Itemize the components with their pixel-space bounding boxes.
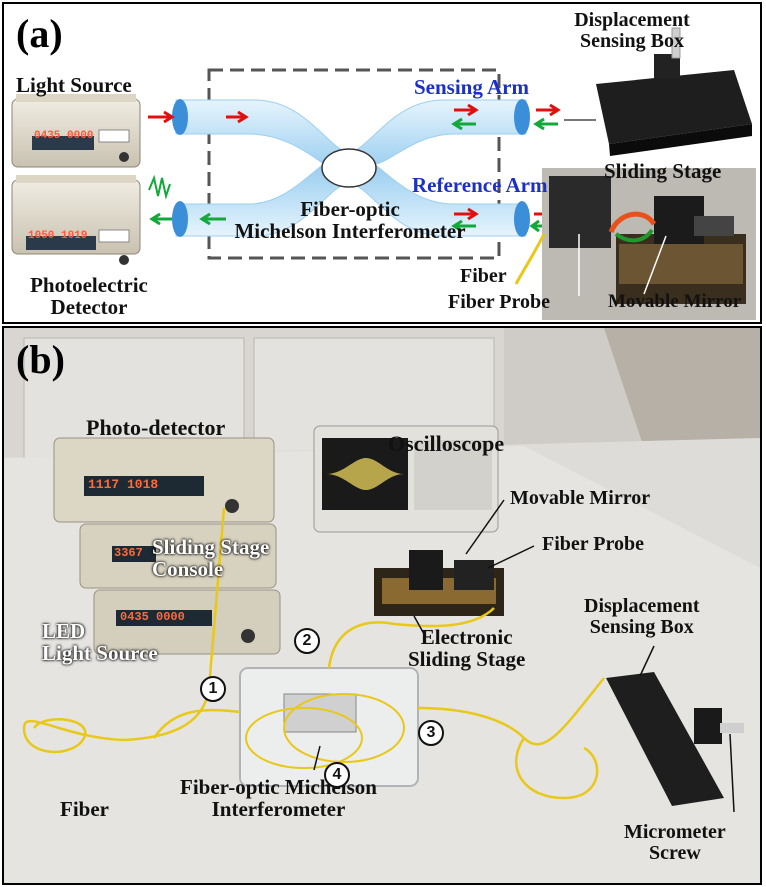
detector-readout: 1050 1019 xyxy=(28,230,88,242)
photoelectric-detector-label-line2: Detector xyxy=(50,295,128,320)
port-3-marker: 3 xyxy=(418,720,444,746)
micrometer-screw-label: Micrometer Screw xyxy=(624,822,726,864)
photoelectric-detector-device xyxy=(11,175,141,265)
panel-a-letter: (a) xyxy=(16,11,63,56)
movable-mirror-label-a: Movable Mirror xyxy=(608,291,742,312)
movable-mirror-label-b: Movable Mirror xyxy=(510,487,651,509)
micrometer-screw-label-line1: Micrometer xyxy=(624,821,726,843)
displacement-box-label-b-line1: Displacement xyxy=(584,595,700,617)
displacement-box-device xyxy=(606,672,744,806)
electronic-sliding-stage-label: Electronic Sliding Stage xyxy=(408,626,525,670)
displacement-box-label-b: Displacement Sensing Box xyxy=(584,596,700,638)
light-arrows xyxy=(148,103,561,233)
console-readout: 3367 xyxy=(114,546,143,560)
displacement-box-label-a-line2: Sensing Box xyxy=(580,30,684,52)
sensing-arm-label: Sensing Arm xyxy=(414,75,529,99)
schematic-drawing xyxy=(11,27,756,320)
leader-lines xyxy=(313,499,735,813)
oscilloscope-device xyxy=(313,425,499,533)
panel-b-letter: (b) xyxy=(16,337,65,382)
port-4-marker: 4 xyxy=(324,762,350,788)
sliding-stage-console-label-line1: Sliding Stage xyxy=(152,535,270,559)
displacement-box-label-a-line1: Displacement xyxy=(574,9,690,31)
photo-detector-readout: 1117 1018 xyxy=(88,477,159,492)
led-light-source-label-line2: Light Source xyxy=(42,641,158,666)
panel-b-photo: (b) 1117 1018 3367 0435 0000 Photo-detec… xyxy=(2,326,762,885)
photoelectric-detector-label: Photoelectric Detector xyxy=(14,274,164,318)
electronic-sliding-stage-label-line2: Sliding Stage xyxy=(408,647,526,672)
sliding-stage-console-label: Sliding Stage Console xyxy=(152,536,269,580)
light-source-label: Light Source xyxy=(16,73,132,97)
electronic-sliding-stage-label-line1: Electronic xyxy=(420,625,513,649)
micrometer-screw-label-line2: Screw xyxy=(648,842,701,864)
sliding-stage-label: Sliding Stage xyxy=(604,159,722,183)
displacement-box-label-b-line2: Sensing Box xyxy=(589,616,694,638)
fiber-probe-label-a: Fiber Probe xyxy=(448,291,551,313)
light-source-device xyxy=(11,94,141,168)
setup-photo-drawing xyxy=(4,328,760,883)
interferometer-label-b-line2: Interferometer xyxy=(211,797,346,822)
oscilloscope-label: Oscilloscope xyxy=(388,431,505,456)
photo-detector-label: Photo-detector xyxy=(86,415,226,440)
displacement-box-label-a: Displacement Sensing Box xyxy=(532,10,732,52)
fiber-probe-label-b: Fiber Probe xyxy=(542,533,645,555)
led-source-readout: 0435 0000 xyxy=(120,610,185,624)
interferometer-label-line1: Fiber-optic xyxy=(300,197,400,221)
sliding-stage-console-label-line2: Console xyxy=(152,557,224,582)
port-1-marker: 1 xyxy=(200,676,226,702)
electronic-sliding-stage-device xyxy=(374,550,504,616)
led-light-source-label: LED Light Source xyxy=(42,620,158,664)
interferometer-label: Fiber-optic Michelson Interferometer xyxy=(200,198,500,242)
interferometer-label-line2: Michelson Interferometer xyxy=(234,219,466,244)
fiber-coupler xyxy=(172,99,530,237)
light-source-readout: 0435 0000 xyxy=(34,130,94,142)
reference-arm-label: Reference Arm xyxy=(412,173,548,197)
instrument-stack xyxy=(53,437,281,655)
led-light-source-label-line1: LED xyxy=(42,619,86,643)
sliding-stage-image xyxy=(514,168,756,320)
photoelectric-detector-label-line1: Photoelectric xyxy=(30,273,148,297)
displacement-box-image xyxy=(564,27,752,156)
panel-a-schematic: (a) Light Source 0435 0000 1050 1019 Pho… xyxy=(2,2,762,324)
fiber-label-b: Fiber xyxy=(60,797,109,821)
interferometer-dashed-box xyxy=(207,68,501,260)
fiber-label-a: Fiber xyxy=(460,265,507,287)
port-2-marker: 2 xyxy=(294,628,320,654)
